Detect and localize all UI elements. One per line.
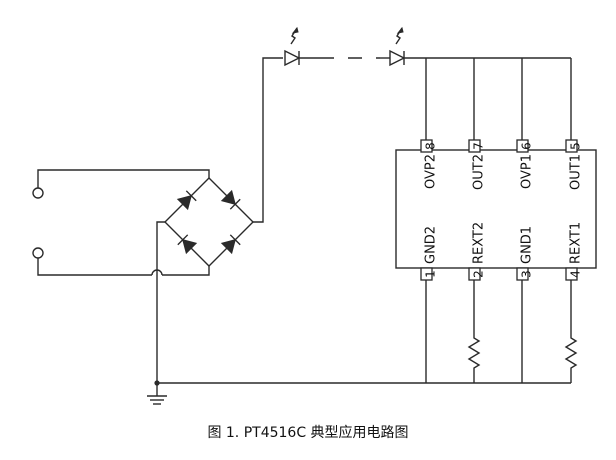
pin-name-ovp1: OVP1 (520, 154, 535, 189)
wire-terminal-bottom-b (162, 266, 210, 276)
diode-upper-right (220, 189, 241, 210)
pin-name-rext2: REXT2 (472, 222, 487, 264)
led-string (284, 26, 571, 67)
terminal-bottom (32, 247, 44, 259)
wire-bridge-negative (156, 221, 165, 383)
pin-number-5: 5 (569, 142, 583, 150)
diode-upper-left (176, 190, 197, 211)
top-pins: 8 7 6 5 OVP2 OUT2 OVP1 OUT1 (420, 139, 584, 190)
bottom-pins: 1 2 3 4 GND2 REXT2 GND1 REXT1 (420, 222, 584, 281)
pin-name-out2: OUT2 (472, 154, 487, 190)
diode-lower-right (220, 234, 241, 255)
pin-name-out1: OUT1 (569, 154, 584, 190)
resistor-rext2 (467, 280, 481, 383)
pin-number-4: 4 (569, 270, 583, 278)
figure-caption: 图 1. PT4516C 典型应用电路图 (207, 424, 408, 441)
ac-input-terminals (32, 169, 210, 276)
pin-box-6 (516, 139, 529, 153)
pin-number-7: 7 (472, 142, 486, 150)
terminal-top (32, 187, 44, 199)
pin-box-8 (420, 139, 433, 153)
led-1 (284, 26, 301, 67)
pin-box-5 (565, 139, 578, 153)
pin-number-6: 6 (520, 142, 534, 150)
pin-number-3: 3 (520, 270, 534, 278)
diode-lower-left (177, 234, 198, 255)
ground-icon (147, 383, 167, 405)
wire-bridge-positive (253, 57, 283, 223)
bridge-outline (164, 177, 254, 267)
pin-name-gnd2: GND2 (424, 226, 439, 264)
ic-body (395, 149, 597, 269)
wire-terminal-top (37, 169, 210, 188)
pin-name-rext1: REXT1 (569, 222, 584, 264)
pin-number-8: 8 (424, 142, 438, 150)
pin-number-2: 2 (472, 270, 486, 278)
bridge-rectifier (164, 177, 254, 267)
pin-name-gnd1: GND1 (520, 226, 535, 264)
pin-name-ovp2: OVP2 (424, 154, 439, 189)
resistor-rext1 (564, 280, 578, 383)
pin-box-7 (468, 139, 481, 153)
pin-number-1: 1 (424, 270, 438, 278)
wire-terminal-bottom-a (37, 258, 152, 276)
led-2 (389, 26, 406, 67)
